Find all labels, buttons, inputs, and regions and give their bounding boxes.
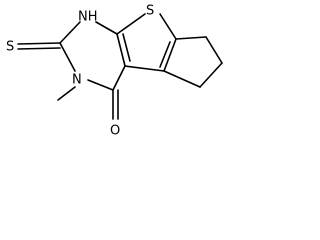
chemical-structure-diagram: NH S N O S xyxy=(6,4,223,139)
bond-c4-c4a xyxy=(112,65,126,91)
bond-n3-c4 xyxy=(87,79,114,91)
bond-c8a-s xyxy=(116,13,146,35)
bond-nh-c2 xyxy=(59,21,81,44)
atom-label-s-ring: S xyxy=(146,4,154,19)
bond-c7a-c4b xyxy=(163,38,177,72)
bond-c7a-c7 xyxy=(175,36,207,40)
bond-c6-c5 xyxy=(199,62,223,88)
bond-c4b-c4a xyxy=(124,65,165,72)
bond-s-c7a xyxy=(159,13,177,40)
bond-c4a-c8a xyxy=(116,33,126,67)
bond-c7-c6 xyxy=(205,36,223,64)
atom-label-layer: NH S N O S xyxy=(6,4,154,139)
bond-c2-s-thione-2 xyxy=(17,47,61,50)
atom-label-n-methyl: N xyxy=(72,73,82,88)
atom-label-nh: NH xyxy=(78,10,98,25)
bond-c7a-c4b-inner xyxy=(159,41,171,68)
bond-n3-methyl xyxy=(57,86,76,101)
atom-label-s-thione: S xyxy=(6,40,14,55)
bond-c5-c4b xyxy=(163,70,201,88)
bond-layer xyxy=(17,13,223,120)
bond-nh-c8a xyxy=(95,21,118,35)
atom-label-o-carbonyl: O xyxy=(110,124,120,139)
bond-c2-s-thione-1 xyxy=(17,42,61,45)
bond-c2-n3 xyxy=(59,42,76,72)
bond-c4a-c8a-inner xyxy=(122,33,131,62)
